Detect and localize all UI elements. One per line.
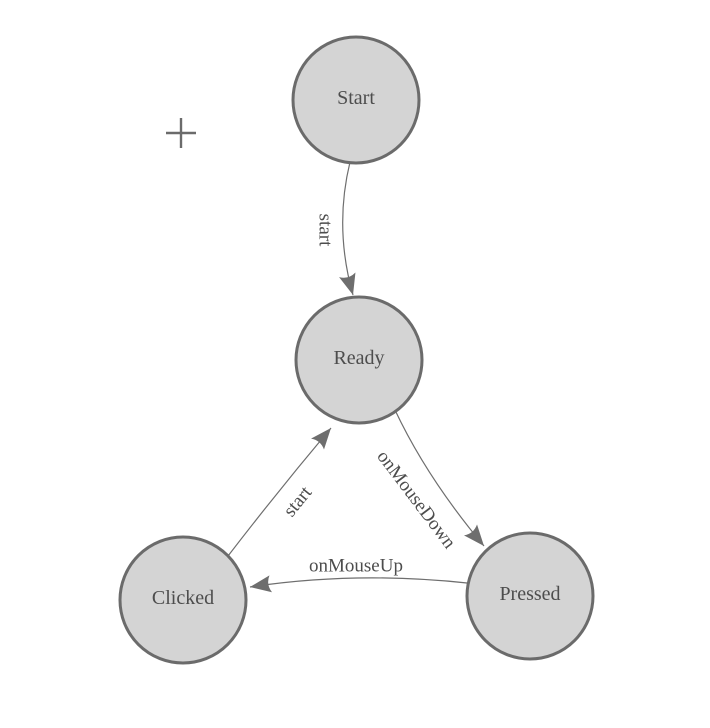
- crosshair-plus-icon: [166, 118, 196, 148]
- transition-label-start-to-ready: start: [314, 214, 335, 247]
- state-node-pressed[interactable]: [465, 531, 595, 661]
- transition-label-ready-to-pressed: onMouseDown: [372, 447, 460, 554]
- state-node-ready[interactable]: [294, 295, 424, 425]
- transition-edge-clicked-to-ready[interactable]: [227, 427, 332, 557]
- transition-edge-start-to-ready[interactable]: [339, 161, 356, 296]
- transition-edge-pressed-to-clicked[interactable]: [249, 575, 468, 593]
- state-node-start[interactable]: [291, 35, 421, 165]
- transition-label-clicked-to-ready: start: [279, 482, 316, 521]
- state-node-clicked[interactable]: [118, 535, 248, 665]
- transition-edge-ready-to-pressed[interactable]: [394, 409, 485, 547]
- transition-label-pressed-to-clicked: onMouseUp: [309, 556, 403, 577]
